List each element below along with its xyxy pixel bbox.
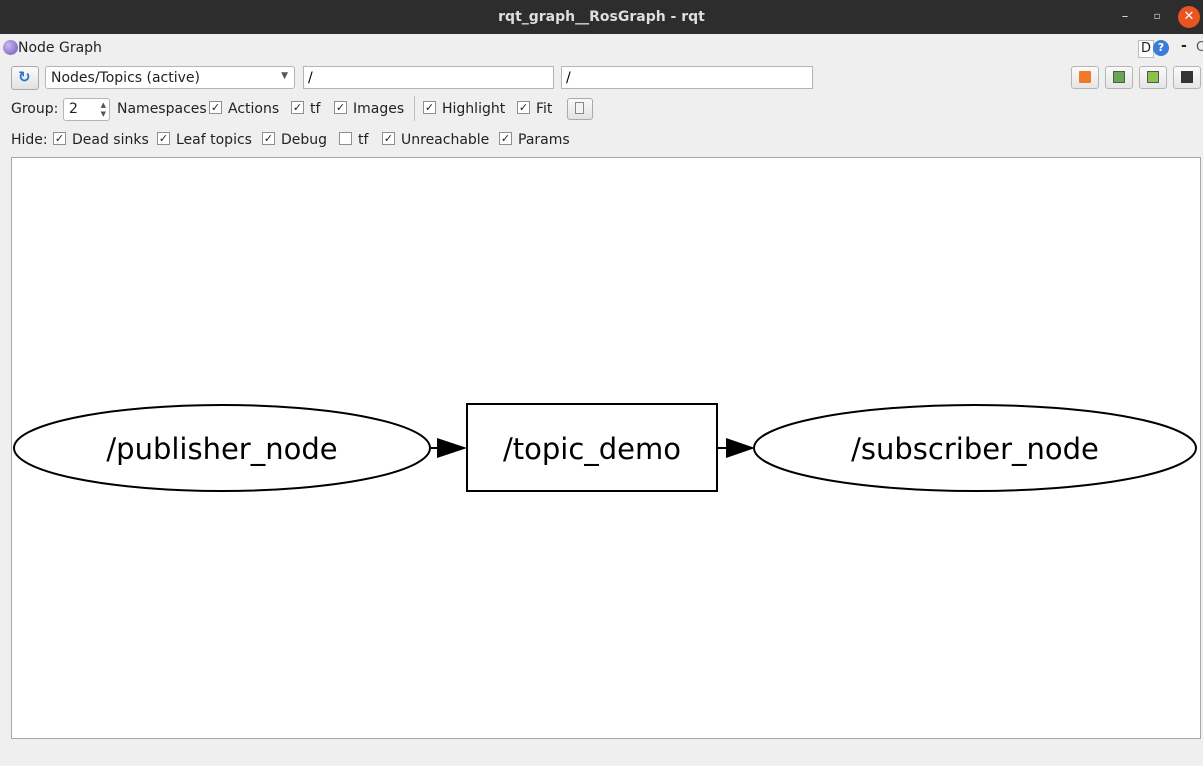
save-svg-icon — [1147, 71, 1159, 83]
help-icon[interactable]: ? — [1153, 40, 1169, 56]
rqt-plugin-icon — [3, 40, 18, 55]
refresh-button[interactable]: ↻ — [11, 66, 39, 90]
group-value: 2 — [69, 101, 78, 117]
graph-node-publisher[interactable]: /publisher_node — [13, 404, 431, 492]
fit-view-icon — [575, 102, 584, 114]
images-label: Images — [353, 101, 405, 117]
hide-tf-checkbox[interactable] — [339, 132, 352, 145]
fit-in-view-button[interactable] — [567, 98, 593, 120]
graph-svg: /publisher_node /topic_demo /subscriber_… — [13, 403, 1197, 492]
save-svg-button[interactable] — [1139, 66, 1167, 89]
unreachable-checkbox[interactable]: ✓ — [382, 132, 395, 145]
debug-checkbox[interactable]: ✓ — [262, 132, 275, 145]
group-spinbox[interactable]: 2 ▲ ▼ — [63, 98, 110, 121]
refresh-icon: ↻ — [18, 68, 31, 86]
chevron-down-icon: ▼ — [281, 71, 288, 81]
graph-node-subscriber[interactable]: /subscriber_node — [753, 404, 1197, 492]
hide-tf-label: tf — [358, 132, 369, 148]
load-dot-button[interactable] — [1071, 66, 1099, 89]
window-title: rqt_graph__RosGraph - rqt — [498, 9, 705, 25]
highlight-checkbox[interactable]: ✓ — [423, 101, 436, 114]
save-dot-icon — [1113, 71, 1125, 83]
options-row: Group: 2 ▲ ▼ Namespaces ✓ Actions ✓ tf ✓… — [0, 94, 1203, 124]
graph-mode-select[interactable]: Nodes/Topics (active) ▼ — [45, 66, 295, 89]
params-label: Params — [518, 132, 570, 148]
toolbar-separator — [414, 96, 415, 121]
namespace-filter-input[interactable] — [303, 66, 554, 89]
hide-row: Hide: ✓ Dead sinks ✓ Leaf topics ✓ Debug… — [0, 125, 1203, 153]
minimize-button[interactable]: – — [1121, 9, 1129, 24]
image-icon — [1181, 71, 1193, 83]
actions-checkbox[interactable]: ✓ — [209, 101, 222, 114]
graph-mode-value: Nodes/Topics (active) — [51, 70, 200, 86]
dead-sinks-label: Dead sinks — [72, 132, 149, 148]
save-dot-button[interactable] — [1105, 66, 1133, 89]
spin-up-icon[interactable]: ▲ — [100, 101, 106, 109]
minimize-plugin-button[interactable]: - — [1181, 38, 1187, 54]
highlight-label: Highlight — [442, 101, 506, 117]
graph-topic-demo[interactable]: /topic_demo — [466, 403, 718, 492]
plugin-header: Node Graph D ? - C — [0, 34, 1203, 62]
plugin-title: Node Graph — [18, 40, 102, 56]
fit-label: Fit — [536, 101, 553, 117]
close-button[interactable]: ✕ — [1178, 6, 1200, 28]
subscriber-node-label: /subscriber_node — [851, 432, 1099, 466]
images-checkbox[interactable]: ✓ — [334, 101, 347, 114]
topic-filter-input[interactable] — [561, 66, 813, 89]
unreachable-label: Unreachable — [401, 132, 490, 148]
maximize-button[interactable]: ▫ — [1153, 11, 1161, 22]
group-label: Group: — [11, 101, 59, 117]
dead-sinks-checkbox[interactable]: ✓ — [53, 132, 66, 145]
params-checkbox[interactable]: ✓ — [499, 132, 512, 145]
graph-canvas[interactable]: /publisher_node /topic_demo /subscriber_… — [11, 157, 1201, 739]
graph-edge-publisher-topic[interactable] — [431, 438, 467, 458]
actions-label: Actions — [228, 101, 280, 117]
fit-checkbox[interactable]: ✓ — [517, 101, 530, 114]
dock-d-button[interactable]: D — [1138, 40, 1154, 58]
toolbar-row: ↻ Nodes/Topics (active) ▼ — [0, 62, 1203, 94]
leaf-topics-label: Leaf topics — [176, 132, 252, 148]
debug-label: Debug — [281, 132, 328, 148]
leaf-topics-checkbox[interactable]: ✓ — [157, 132, 170, 145]
hide-label: Hide: — [11, 132, 48, 148]
graph-edge-topic-subscriber[interactable] — [718, 438, 755, 458]
spin-down-icon[interactable]: ▼ — [100, 110, 106, 118]
window-titlebar: rqt_graph__RosGraph - rqt – ▫ ✕ — [0, 0, 1203, 34]
topic-label: /topic_demo — [503, 432, 681, 466]
close-plugin-button[interactable]: C — [1196, 40, 1203, 55]
tf-checkbox[interactable]: ✓ — [291, 101, 304, 114]
tf-label: tf — [310, 101, 321, 117]
namespaces-label: Namespaces — [117, 101, 207, 117]
save-image-button[interactable] — [1173, 66, 1201, 89]
folder-open-icon — [1079, 71, 1091, 83]
publisher-node-label: /publisher_node — [106, 432, 337, 466]
